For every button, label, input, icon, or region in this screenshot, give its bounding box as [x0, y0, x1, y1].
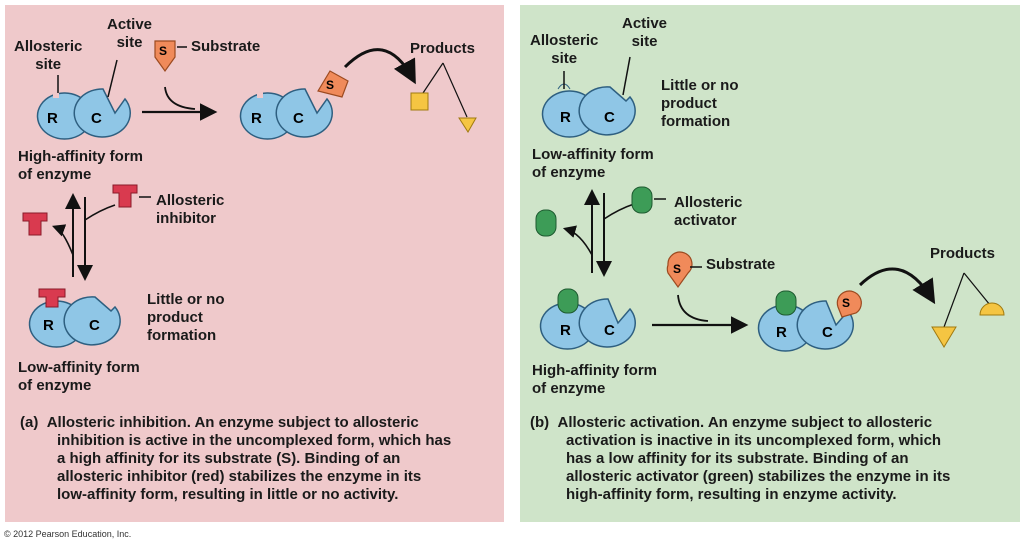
- svg-text:C: C: [822, 324, 833, 341]
- inhibitor-shape-released: [22, 212, 48, 236]
- caption-tag: (a): [20, 414, 39, 431]
- svg-text:R: R: [560, 322, 571, 339]
- product-triangle: [458, 117, 477, 133]
- product-arrow: [858, 267, 936, 305]
- svg-text:R: R: [560, 109, 571, 126]
- product-triangle: [931, 326, 957, 348]
- activator-shape-released: [535, 209, 557, 237]
- svg-text:R: R: [251, 110, 262, 127]
- caption-line1: An enzyme subject to allosteric: [704, 414, 933, 431]
- catalytic-letter: C: [91, 110, 102, 127]
- substrate-label: Substrate: [191, 38, 261, 55]
- inhibition-diagram: R C S S R C: [22, 40, 477, 348]
- svg-text:C: C: [89, 317, 100, 334]
- activator-shape: [631, 186, 653, 214]
- product-half-disk: [979, 302, 1005, 316]
- copyright-notice: © 2012 Pearson Education, Inc.: [4, 529, 132, 539]
- svg-text:S: S: [673, 262, 681, 276]
- caption-activation-body: activation is inactive in its uncomplexe…: [566, 432, 951, 503]
- svg-text:R: R: [776, 324, 787, 341]
- bound-substrate: [836, 290, 862, 318]
- little-product-label: Little or no product formation: [661, 77, 739, 130]
- activation-diagram: R C R C S: [535, 56, 1005, 352]
- substrate-shape: S: [154, 40, 176, 73]
- bound-inhibitor: [38, 288, 66, 308]
- active-site-label: Active site: [107, 16, 153, 51]
- inhibitor-label: Allosteric inhibitor: [156, 192, 225, 227]
- substrate-shape: S: [666, 251, 693, 289]
- substrate-curve-arrow: [164, 86, 196, 110]
- catalytic-subunit: [73, 88, 131, 138]
- allosteric-site-notch: [53, 89, 59, 98]
- inhibitor-shape: [112, 184, 138, 208]
- low-affinity-label: Low-affinity form of enzyme: [18, 359, 140, 394]
- inhibitor-bind-curve: [84, 204, 116, 221]
- substrate-label: Substrate: [706, 256, 776, 273]
- svg-text:R: R: [43, 317, 54, 334]
- caption-line1: An enzyme subject to allosteric: [190, 414, 419, 431]
- activator-label: Allosteric activator: [674, 194, 743, 229]
- activator-release-arrow: [562, 225, 593, 256]
- caption-inhibition-body: inhibition is active in the uncomplexed …: [57, 432, 452, 503]
- high-affinity-label: High-affinity form of enzyme: [532, 362, 657, 397]
- product-square: [410, 92, 429, 111]
- active-site-pointer: [107, 59, 118, 98]
- caption-title: Allosteric inhibition.: [46, 414, 191, 431]
- bound-activator: [557, 288, 579, 314]
- enzyme-high-affinity: R C: [36, 88, 131, 140]
- caption-title: Allosteric activation.: [557, 414, 705, 431]
- allosteric-site-label: Allosteric site: [530, 32, 599, 67]
- panel-allosteric-inhibition: R C S S R C: [5, 5, 504, 522]
- svg-text:S: S: [842, 296, 850, 310]
- high-affinity-label: High-affinity form of enzyme: [18, 148, 143, 183]
- low-affinity-label: Low-affinity form of enzyme: [532, 146, 654, 181]
- enzyme-high-affinity: R C: [539, 288, 636, 350]
- svg-text:C: C: [604, 109, 615, 126]
- svg-text:S: S: [326, 78, 334, 92]
- svg-text:C: C: [293, 110, 304, 127]
- caption-tag: (b): [530, 414, 550, 431]
- enzyme-low-affinity: R C: [28, 288, 121, 348]
- little-product-label: Little or no product formation: [147, 291, 225, 344]
- enzyme-low-affinity: R C: [541, 83, 636, 138]
- active-site-label: Active site: [622, 15, 668, 50]
- svg-text:S: S: [159, 44, 167, 58]
- products-label: Products: [930, 245, 996, 262]
- enzyme-substrate-complex: S R C: [239, 70, 349, 140]
- svg-text:C: C: [604, 322, 615, 339]
- caption-inhibition: (a) Allosteric inhibition. An enzyme sub…: [20, 414, 419, 432]
- bound-substrate: [317, 70, 349, 98]
- product-arrow: [343, 48, 416, 85]
- allosteric-site-label: Allosteric site: [14, 38, 83, 73]
- enzyme-substrate-complex: S R C: [757, 290, 862, 352]
- caption-activation: (b) Allosteric activation. An enzyme sub…: [530, 414, 932, 432]
- inhibitor-release-arrow: [52, 224, 74, 256]
- products-label: Products: [410, 40, 476, 57]
- panel-allosteric-activation: R C R C S: [520, 5, 1020, 522]
- regulatory-letter: R: [47, 110, 58, 127]
